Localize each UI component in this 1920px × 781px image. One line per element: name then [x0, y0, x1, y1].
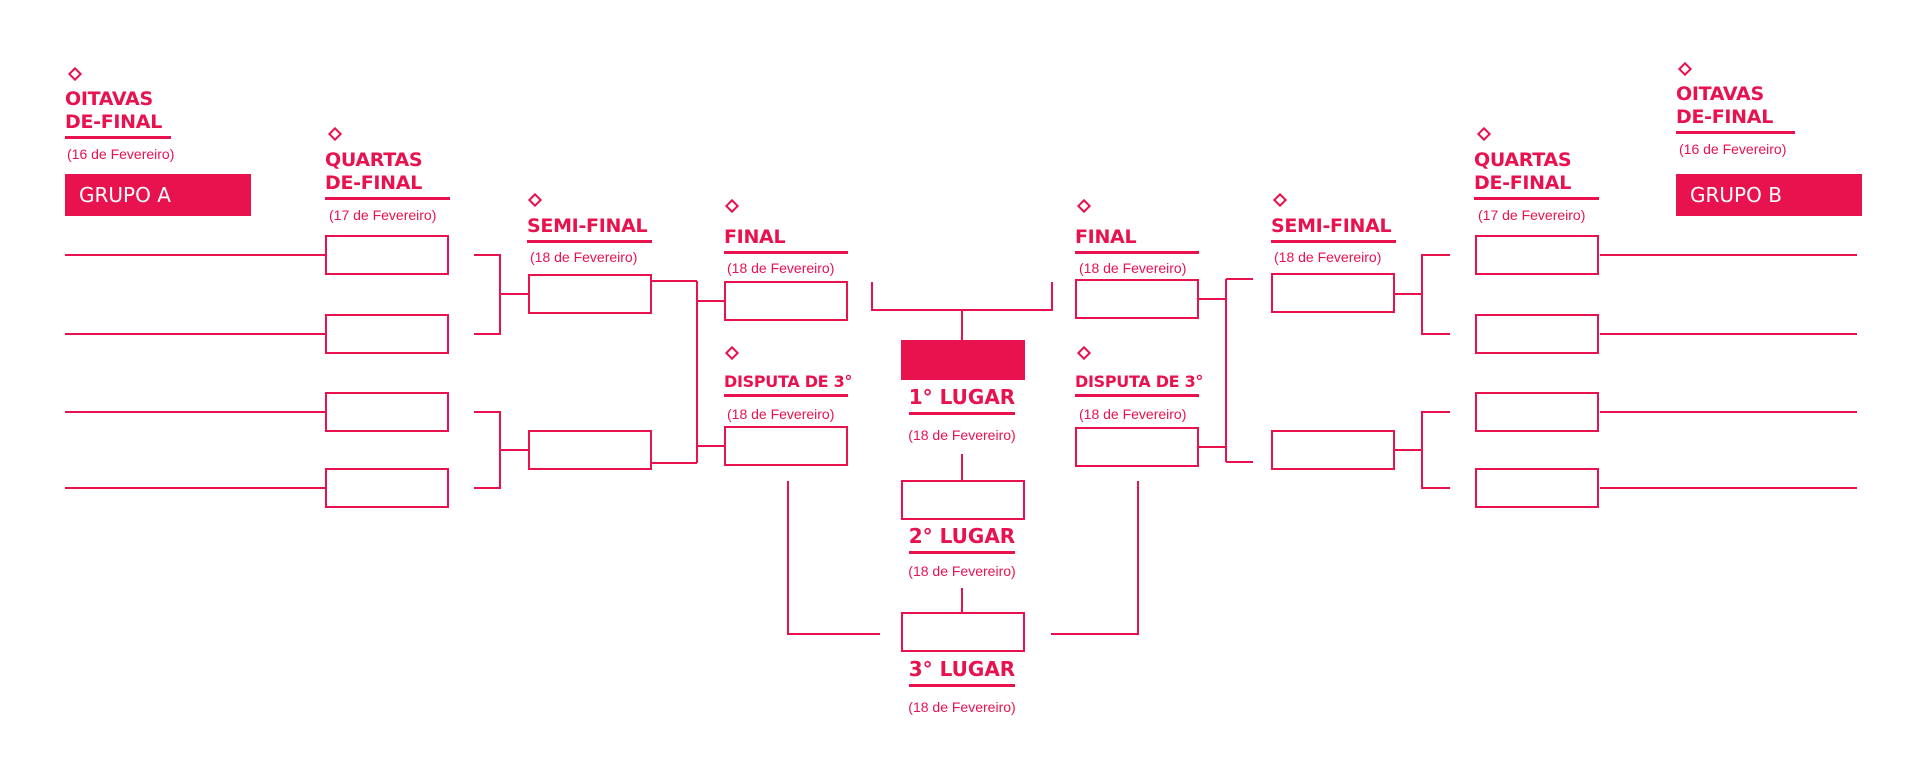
final-date-left: (18 de Fevereiro)	[727, 260, 835, 276]
second-place-label: 2° LUGAR	[880, 524, 1044, 554]
round-of-16-title-right: OITAVAS DE-FINAL	[1676, 83, 1795, 134]
semifinal-slot	[528, 430, 652, 470]
quarterfinal-slot	[1475, 314, 1599, 354]
third-place-match-slot-left	[724, 426, 848, 466]
round-of-16-date-right: (16 de Fevereiro)	[1679, 141, 1787, 157]
title-line: OITAVAS	[65, 88, 153, 110]
quarterfinal-slot	[325, 468, 449, 508]
title-line: QUARTAS	[325, 149, 423, 171]
quarterfinal-date-left: (17 de Fevereiro)	[329, 207, 437, 223]
semifinal-title-right: SEMI-FINAL	[1271, 215, 1396, 243]
final-slot-left	[724, 281, 848, 321]
quarterfinal-slot	[1475, 392, 1599, 432]
title-line: DE-FINAL	[1676, 106, 1773, 128]
round-of-16-date-left: (16 de Fevereiro)	[67, 146, 175, 162]
quarterfinal-title-left: QUARTAS DE-FINAL	[325, 149, 450, 200]
quarterfinal-slot	[325, 314, 449, 354]
title-line: DE-FINAL	[325, 172, 422, 194]
semifinal-slot	[1271, 430, 1395, 470]
semifinal-title-left: SEMI-FINAL	[527, 215, 652, 243]
third-place-match-date-right: (18 de Fevereiro)	[1079, 406, 1187, 422]
quarterfinal-slot	[325, 235, 449, 275]
quarterfinal-title-right: QUARTAS DE-FINAL	[1474, 149, 1599, 200]
round-of-16-title-left: OITAVAS DE-FINAL	[65, 88, 171, 139]
group-b-label: GRUPO B	[1676, 174, 1862, 216]
quarterfinal-slot	[1475, 235, 1599, 275]
final-date-right: (18 de Fevereiro)	[1079, 260, 1187, 276]
title-line: DE-FINAL	[1474, 172, 1571, 194]
title-line: OITAVAS	[1676, 83, 1764, 105]
final-title-right: FINAL	[1075, 226, 1199, 254]
third-place-match-date-left: (18 de Fevereiro)	[727, 406, 835, 422]
third-place-slot	[901, 612, 1025, 652]
third-place-match-title-right: DISPUTA DE 3°	[1075, 372, 1203, 397]
quarterfinal-slot	[1475, 468, 1599, 508]
semifinal-date-left: (18 de Fevereiro)	[530, 249, 638, 265]
semifinal-date-right: (18 de Fevereiro)	[1274, 249, 1382, 265]
third-place-match-title-left: DISPUTA DE 3°	[724, 372, 852, 397]
group-a-label: GRUPO A	[65, 174, 251, 216]
semifinal-slot	[1271, 273, 1395, 313]
final-slot-right	[1075, 279, 1199, 319]
title-line: QUARTAS	[1474, 149, 1572, 171]
third-place-label: 3° LUGAR	[880, 657, 1044, 687]
quarterfinal-date-right: (17 de Fevereiro)	[1478, 207, 1586, 223]
quarterfinal-slot	[325, 392, 449, 432]
first-place-date: (18 de Fevereiro)	[908, 427, 1016, 443]
first-place-label: 1° LUGAR	[880, 385, 1044, 415]
second-place-slot	[901, 480, 1025, 520]
third-place-date: (18 de Fevereiro)	[908, 699, 1016, 715]
title-line: DE-FINAL	[65, 111, 162, 133]
second-place-date: (18 de Fevereiro)	[908, 563, 1016, 579]
final-title-left: FINAL	[724, 226, 848, 254]
first-place-slot	[901, 340, 1025, 380]
semifinal-slot	[528, 274, 652, 314]
third-place-match-slot-right	[1075, 427, 1199, 467]
